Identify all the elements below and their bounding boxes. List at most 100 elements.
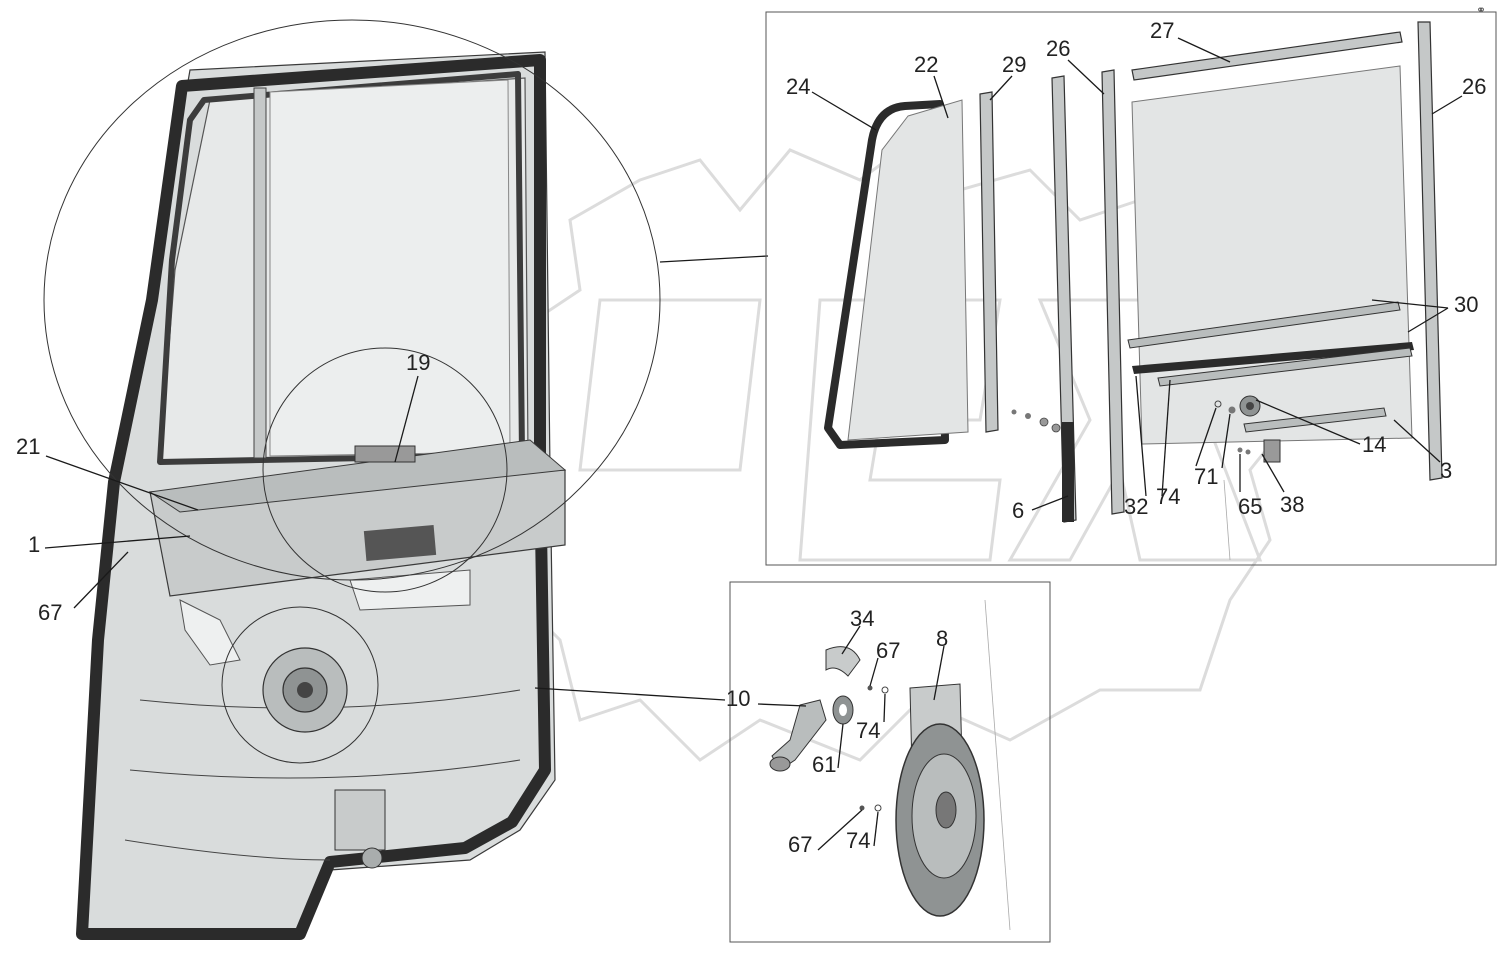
leader-74-win xyxy=(1161,379,1171,497)
fastener-65 xyxy=(1237,447,1243,453)
callout-3: 3 xyxy=(1440,458,1452,483)
leader-67-reg-bottom xyxy=(817,809,863,851)
regulator-parts-detail-box xyxy=(729,581,1051,943)
fastener-71 xyxy=(1214,400,1222,408)
callout-34: 34 xyxy=(850,606,874,631)
callout-27: 27 xyxy=(1150,18,1174,43)
screw-67-top xyxy=(867,685,873,691)
main-door-glass xyxy=(1131,65,1413,445)
leader-29 xyxy=(989,75,1013,101)
lift-bracket xyxy=(1263,439,1281,463)
belt-weatherstrip-inner xyxy=(1132,342,1414,374)
callout-65: 65 xyxy=(1238,494,1262,519)
small-washer-1 xyxy=(1011,409,1017,415)
washer-74-top xyxy=(881,686,889,694)
callout-61: 61 xyxy=(812,752,836,777)
regulator-gear-hub xyxy=(935,791,957,829)
callout-labels: 19 21 1 67 24 22 29 26 27 26 30 14 3 32 … xyxy=(16,18,1486,857)
leader-67-door xyxy=(73,551,129,609)
leader-32 xyxy=(1135,375,1147,497)
glass-run-channel-right xyxy=(1417,21,1443,481)
leader-26-left xyxy=(1067,59,1105,95)
callout-67-reg-bottom: 67 xyxy=(788,832,812,857)
callout-67-door: 67 xyxy=(38,600,62,625)
small-washer-3 xyxy=(1039,417,1049,427)
screw-67-bottom xyxy=(859,805,865,811)
vent-channel xyxy=(979,91,999,433)
leader-38 xyxy=(1261,453,1285,493)
leader-61 xyxy=(837,723,844,769)
leader-30-b xyxy=(1407,307,1449,333)
door-glass xyxy=(269,79,511,457)
hinge-roller xyxy=(361,847,383,869)
leader-3 xyxy=(1393,419,1441,463)
callout-71: 71 xyxy=(1194,464,1218,489)
hinge-bracket xyxy=(334,789,386,851)
handle-washer-hole xyxy=(839,704,847,716)
belt-weatherstrip-lower xyxy=(1157,347,1413,387)
callout-74-window: 74 xyxy=(1156,484,1180,509)
regulator-hub-center xyxy=(297,682,313,698)
top-run-channel xyxy=(1131,31,1403,81)
callout-24: 24 xyxy=(786,74,810,99)
callout-26-left: 26 xyxy=(1046,36,1070,61)
panel-cutout-center xyxy=(349,569,471,611)
regulator-axis xyxy=(984,599,1011,931)
callout-22: 22 xyxy=(914,52,938,77)
crank-knob xyxy=(769,756,791,772)
division-bar-foot xyxy=(1062,422,1074,522)
callout-74-reg-top: 74 xyxy=(856,718,880,743)
leader-10 xyxy=(757,703,807,707)
leader-lines xyxy=(44,37,1463,851)
leader-21 xyxy=(45,455,199,511)
vent-glass xyxy=(847,99,969,441)
leader-34 xyxy=(841,625,861,655)
window-detail-ellipse xyxy=(43,19,661,581)
small-washer-4 xyxy=(1051,423,1061,433)
leader-8 xyxy=(933,645,945,701)
callout-10: 10 xyxy=(726,686,750,711)
callout-74-reg-bottom: 74 xyxy=(846,828,870,853)
washer-74-bottom xyxy=(874,804,882,812)
fastener-74 xyxy=(1228,406,1236,414)
callout-6: 6 xyxy=(1012,498,1024,523)
corner-mark: ⚭ xyxy=(1476,3,1486,17)
leader-67-reg-top xyxy=(869,657,879,687)
regulator-detail-circle xyxy=(221,606,379,764)
leader-71 xyxy=(1195,407,1217,467)
fastener-65b xyxy=(1245,449,1251,455)
detail-connector-window xyxy=(659,255,769,263)
callout-26-right: 26 xyxy=(1462,74,1486,99)
handle-cover xyxy=(825,646,861,677)
window-parts-detail-box xyxy=(765,11,1497,566)
leader-1 xyxy=(44,535,191,549)
leader-30-a xyxy=(1371,299,1449,309)
leader-14 xyxy=(1255,399,1361,445)
window-parts xyxy=(824,21,1443,561)
assembly-axis xyxy=(1223,479,1231,561)
leader-22 xyxy=(933,75,949,119)
regulator-parts xyxy=(769,599,1011,931)
callout-30: 30 xyxy=(1454,292,1478,317)
callout-1: 1 xyxy=(28,532,40,557)
division-channel xyxy=(253,87,267,459)
callout-38: 38 xyxy=(1280,492,1304,517)
callout-29: 29 xyxy=(1002,52,1026,77)
leader-6 xyxy=(1031,495,1069,511)
leader-71b xyxy=(1221,413,1231,469)
window-lift-bracket xyxy=(354,445,416,463)
glass-lift-channel xyxy=(1243,407,1387,433)
callout-19: 19 xyxy=(406,350,430,375)
detail-connector-regulator xyxy=(534,687,726,701)
window-run-seal xyxy=(157,71,525,465)
glass-run-channel-left xyxy=(1101,69,1125,515)
callout-14: 14 xyxy=(1362,432,1386,457)
leader-74-reg-top xyxy=(883,693,886,723)
leader-27 xyxy=(1177,37,1231,63)
callout-67-reg-top: 67 xyxy=(876,638,900,663)
division-bar xyxy=(1051,75,1077,523)
callout-32: 32 xyxy=(1124,494,1148,519)
belt-weatherstrip-outer xyxy=(1127,301,1401,349)
leader-74-reg-bottom xyxy=(873,811,879,847)
